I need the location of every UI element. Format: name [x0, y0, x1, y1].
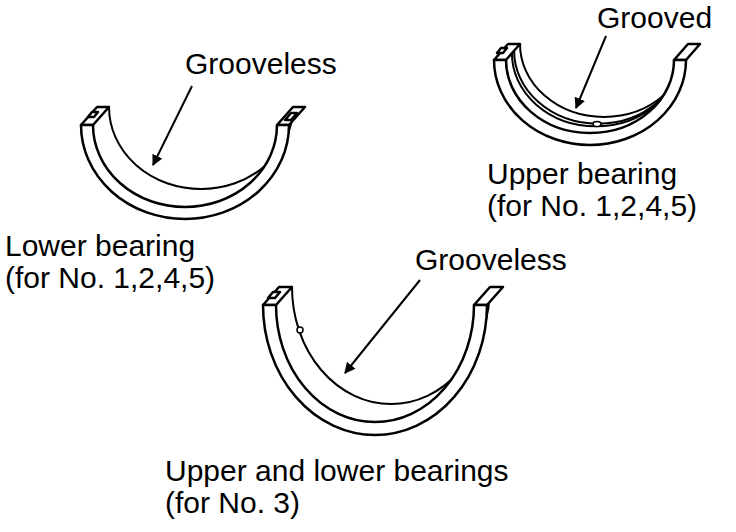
oil-hole	[593, 122, 601, 127]
front-face	[81, 125, 289, 219]
parting-face	[674, 44, 700, 60]
label-text: Grooveless	[185, 48, 385, 80]
leader-line	[153, 86, 192, 165]
center-bearing-shell	[263, 287, 503, 435]
parting-face	[263, 287, 292, 305]
parting-face	[474, 287, 503, 305]
label-text: Upper bearing (for No. 1,2,4,5)	[487, 158, 712, 222]
parting-face	[277, 107, 305, 125]
locating-lug	[88, 112, 98, 117]
label-text: Lower bearing (for No. 1,2,4,5)	[5, 230, 230, 294]
label-text: Grooveless	[415, 244, 615, 276]
caption-label: Upper bearing (for No. 1,2,4,5)	[487, 158, 712, 222]
part-label: Grooved	[597, 2, 732, 34]
front-face	[263, 305, 487, 435]
locating-lug	[497, 48, 507, 53]
parting-face	[494, 44, 520, 60]
part-label: Grooveless	[415, 244, 615, 276]
caption-label: Lower bearing (for No. 1,2,4,5)	[5, 230, 230, 294]
leader-line	[576, 36, 606, 108]
oil-hole	[297, 327, 303, 333]
label-text: Upper and lower bearings (for No. 3)	[165, 455, 555, 519]
leader-line	[345, 280, 420, 373]
lower-bearing-shell	[81, 107, 305, 219]
parting-face	[81, 107, 109, 125]
shell-interior	[81, 107, 305, 125]
caption-label: Upper and lower bearings (for No. 3)	[165, 455, 555, 519]
oil-hole-tab	[285, 113, 297, 120]
label-text: Grooved	[597, 2, 732, 34]
locating-lug	[268, 292, 280, 298]
part-label: Grooveless	[185, 48, 385, 80]
